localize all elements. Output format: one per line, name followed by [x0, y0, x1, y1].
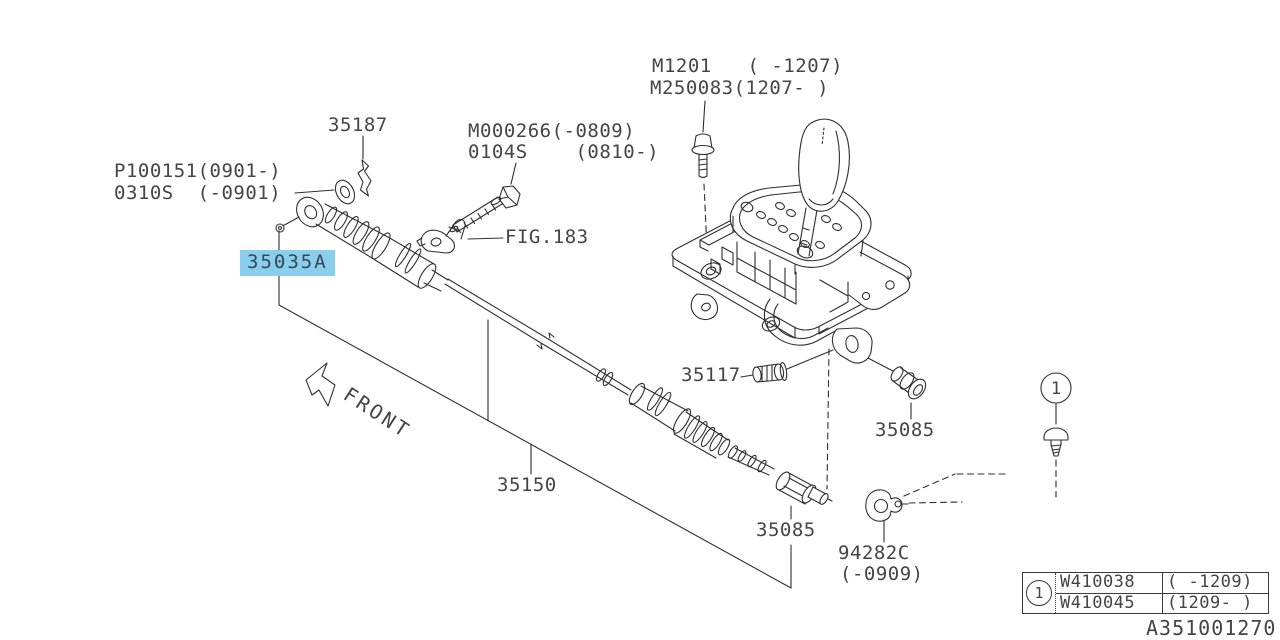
front-label: FRONT [339, 382, 415, 443]
front-arrow-icon [305, 362, 336, 407]
bushing-35117-art [752, 362, 788, 383]
callout-p100151[interactable]: P100151(0901-) [114, 160, 282, 182]
legend-date-range: ( -1209) [1167, 572, 1253, 592]
bushing-35085-art [890, 366, 927, 400]
legend-date-range: (1209- ) [1167, 592, 1253, 613]
legend-row: W410045 (1209- ) [1056, 592, 1268, 613]
callout-m000266[interactable]: M000266(-0809) [468, 120, 636, 142]
callout-35035a-selected[interactable]: 35035A [240, 250, 335, 276]
callout-m250083[interactable]: M250083(1207- ) [650, 77, 830, 99]
callout-94282c[interactable]: 94282C [838, 542, 910, 564]
callout-0310s[interactable]: 0310S (-0901) [114, 182, 282, 204]
legend-ref-cell: 1 [1023, 573, 1056, 613]
legend-ref-marker: 1 [1026, 580, 1052, 606]
callout-35085-right[interactable]: 35085 [875, 419, 935, 441]
bolt-m000266-art [452, 185, 521, 234]
shift-cable-art [275, 159, 775, 476]
callout-35150[interactable]: 35150 [497, 474, 557, 496]
shift-knob-art [798, 118, 850, 212]
callout-m1201[interactable]: M1201 ( -1207) [652, 55, 844, 77]
ref-marker-1: 1 [1051, 379, 1061, 399]
ref-screw-art [1040, 372, 1072, 457]
callout-fig183[interactable]: FIG.183 [505, 226, 589, 248]
shifter-assembly-art [671, 118, 912, 364]
clip-94282c-art [865, 489, 909, 522]
figure-code: A351001270 [1146, 616, 1277, 640]
legend-part-number[interactable]: W410045 [1056, 593, 1163, 613]
cable-nut-art [775, 471, 829, 505]
callout-35187[interactable]: 35187 [328, 114, 388, 136]
callout-35085-bottom[interactable]: 35085 [756, 519, 816, 541]
shift-gate-holes [756, 202, 842, 249]
callout-35117[interactable]: 35117 [681, 364, 741, 386]
pin-35187-art [357, 159, 372, 197]
legend-row: W410038 ( -1209) [1056, 573, 1268, 594]
legend-table: 1 W410038 ( -1209) W410045 (1209- ) [1022, 572, 1269, 614]
callout-94282c-range: (-0909) [840, 563, 924, 585]
fig183-clamp-art [416, 218, 466, 254]
bolt-m1201-art [691, 133, 715, 179]
legend-part-number[interactable]: W410038 [1056, 573, 1163, 593]
leader-lines [278, 100, 912, 589]
callout-0104s[interactable]: 0104S (0810-) [468, 141, 660, 163]
